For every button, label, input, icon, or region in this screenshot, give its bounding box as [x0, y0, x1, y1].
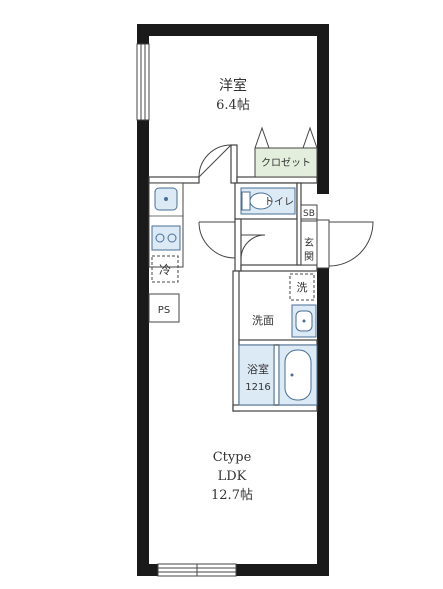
- washroom-label: 洗面: [252, 314, 274, 327]
- window-west-left: [136, 43, 150, 121]
- fridge-space: 冷: [151, 255, 179, 283]
- bathtub: [278, 344, 318, 406]
- shoe-box: SB: [300, 204, 318, 220]
- kitchen-stove: [151, 225, 181, 251]
- ps-label: PS: [158, 305, 170, 316]
- western-room-name: 洋室: [219, 77, 247, 94]
- entrance-label-1: 玄: [304, 236, 314, 249]
- closet-label: クロゼット: [261, 157, 311, 169]
- washer-space: 洗: [289, 273, 315, 301]
- western-room-size: 6.4帖: [216, 98, 250, 113]
- fridge-label: 冷: [159, 263, 171, 277]
- ldk-size: 12.7帖: [211, 488, 253, 503]
- western-room-door[interactable]: [198, 144, 232, 178]
- hall-door[interactable]: [198, 221, 236, 259]
- toilet-door[interactable]: [240, 234, 266, 260]
- bath-size: 1216: [245, 382, 270, 393]
- toilet-label: トイレ: [264, 197, 294, 208]
- entrance: 玄 関: [300, 220, 318, 266]
- kitchen-counter: [148, 182, 184, 268]
- sb-label: SB: [303, 209, 315, 219]
- bathroom: 浴室 1216: [238, 344, 275, 406]
- ps-shaft: PS: [148, 293, 180, 323]
- wash-basin: [291, 304, 317, 338]
- ldk-type: Ctype: [213, 450, 252, 465]
- ldk-name: LDK: [218, 469, 247, 484]
- entrance-label-2: 関: [304, 251, 314, 263]
- toilet: トイレ: [240, 187, 296, 215]
- bath-name: 浴室: [247, 362, 269, 376]
- closet: クロゼット: [254, 126, 318, 178]
- washer-label: 洗: [297, 281, 308, 294]
- entrance-door[interactable]: [316, 219, 374, 269]
- window-ldk-bottom: [157, 563, 237, 577]
